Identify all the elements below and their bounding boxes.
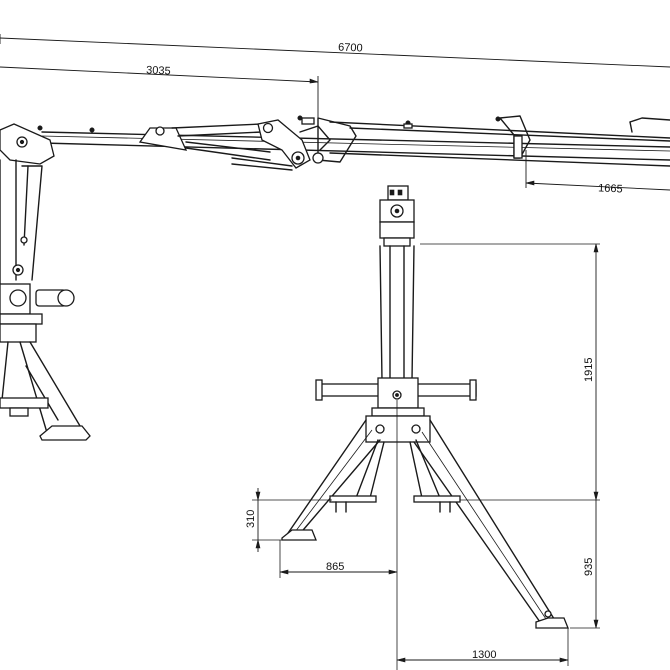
dimension-label-mast-height: 1915: [583, 358, 595, 382]
dimension-base-half-width: 865: [279, 540, 398, 578]
dimension-base-spread: 1300: [396, 628, 569, 666]
dimension-inner-boom: 3035: [0, 64, 319, 120]
dimension-label-extension: 1665: [598, 182, 623, 195]
dimension-label-foot-offset: 310: [245, 510, 257, 528]
dimension-mast-height: 1915: [420, 243, 600, 501]
boom-side-view: [37, 115, 670, 167]
dimension-label-base-half-width: 865: [326, 561, 344, 573]
dimension-overall-reach: 6700: [0, 34, 670, 68]
dimension-label-leg-depth: 935: [583, 558, 595, 576]
dimension-label-inner-boom: 3035: [146, 64, 171, 77]
dimension-leg-depth: 935: [570, 500, 600, 629]
boom-cylinder-linkage: [138, 119, 331, 171]
dimension-foot-offset: 310: [245, 488, 332, 552]
mast-side-view: [0, 123, 91, 441]
dimension-label-overall-reach: 6700: [338, 41, 363, 54]
front-legs: [281, 419, 569, 629]
dimension-label-base-spread: 1300: [472, 649, 496, 661]
mast-front-view: [315, 185, 477, 443]
